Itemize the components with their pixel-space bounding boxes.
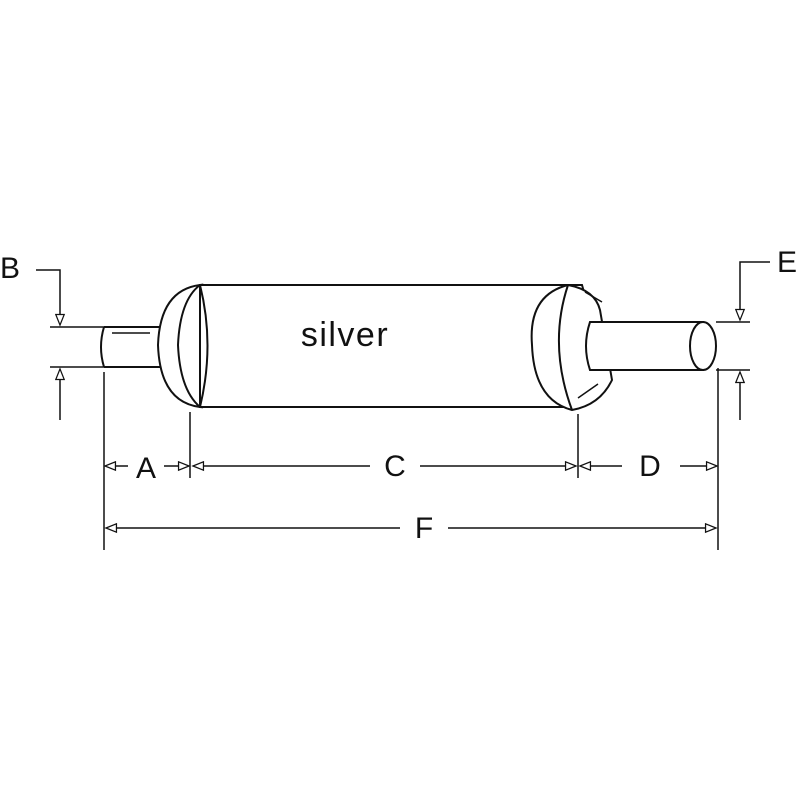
dimension-d-label: D bbox=[639, 450, 661, 483]
dimension-a-label: A bbox=[136, 452, 156, 485]
muffler-body bbox=[156, 283, 614, 412]
dimension-b-label: B bbox=[0, 252, 20, 285]
dimension-f-label: F bbox=[415, 512, 433, 545]
dimension-a: A bbox=[106, 452, 188, 485]
inlet-pipe bbox=[100, 326, 160, 368]
dimension-f: F bbox=[107, 512, 715, 545]
dimension-b: B bbox=[0, 252, 60, 420]
dimension-c: C bbox=[194, 450, 575, 483]
dimension-d: D bbox=[581, 450, 716, 483]
dimension-e: E bbox=[740, 246, 797, 420]
body-label: silver bbox=[301, 316, 389, 354]
dimension-c-label: C bbox=[384, 450, 406, 483]
dimension-e-label: E bbox=[777, 246, 797, 279]
outlet-pipe bbox=[585, 321, 717, 371]
